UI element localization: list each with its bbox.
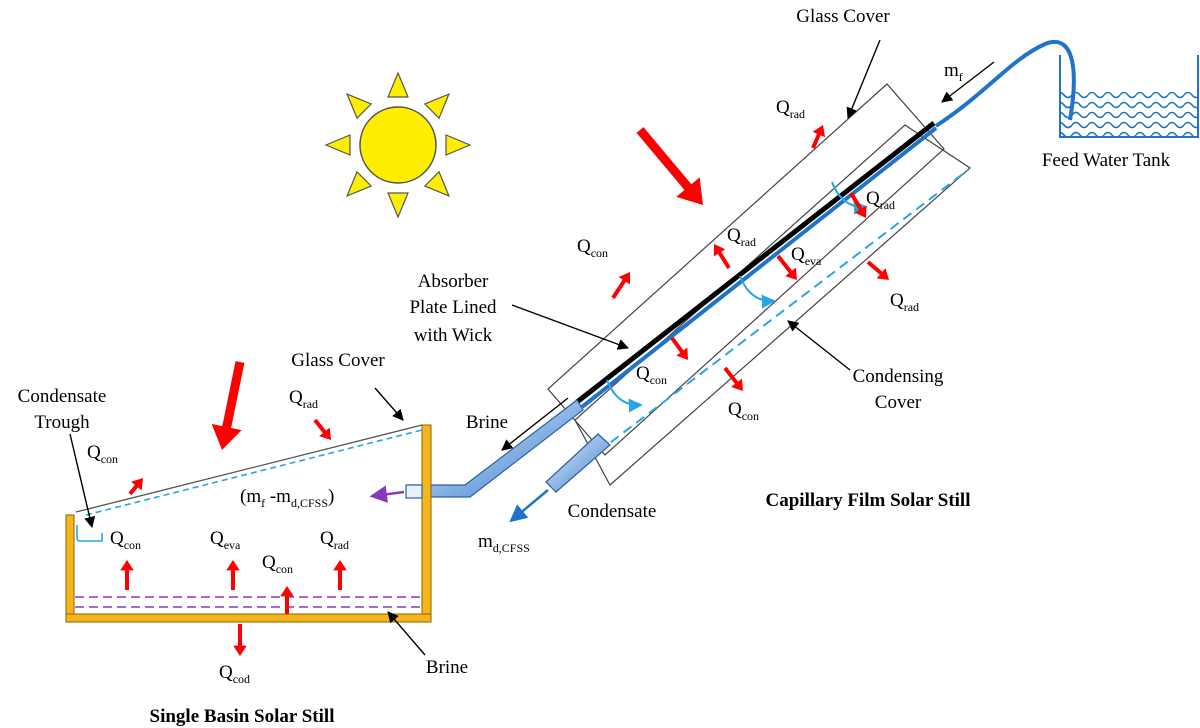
- sun-ray: [324, 134, 351, 156]
- q-rad-label: Qrad: [776, 97, 805, 121]
- solar-radiation-arrow: [636, 127, 703, 205]
- condensate-flow-arrow: [509, 489, 549, 523]
- basin-glass-cover-leader: [374, 387, 404, 421]
- heat-flow-arrow: [333, 560, 347, 590]
- q-con-label: Qcon: [262, 552, 293, 576]
- heat-flow-arrow: [776, 254, 797, 280]
- sun-ray: [423, 170, 451, 198]
- q-rad-label: Qrad: [866, 188, 895, 212]
- outflow-label: (mf -md,CFSS): [240, 486, 334, 510]
- feed-water-pipe: [934, 40, 1076, 128]
- heat-flow-arrow: [811, 125, 826, 149]
- heat-flow-arrow: [313, 418, 331, 440]
- heat-flow-arrow: [866, 260, 889, 280]
- basin-inlet: [405, 484, 423, 499]
- mf-flow-arrow: [941, 61, 995, 103]
- md-cfss-label: md,CFSS: [478, 531, 530, 555]
- condensing-cover-line: [597, 169, 969, 453]
- condensate-trough: [76, 525, 103, 542]
- absorber-label-line-2: Plate Lined: [409, 297, 497, 318]
- q-rad-label: Qrad: [289, 387, 318, 411]
- heat-flow-arrow: [849, 191, 867, 218]
- sun-ray: [345, 92, 373, 120]
- brine-label-top: Brine: [466, 412, 508, 433]
- basin-condensate-film: [85, 429, 423, 516]
- q-con-label: Qcon: [87, 442, 118, 466]
- sun-ray: [445, 134, 472, 156]
- single-basin-solar-still: [65, 387, 432, 656]
- brine-flow-arrow: [501, 397, 569, 451]
- wick-water-film: [580, 126, 938, 409]
- condensate-trough-label-line-1: Condensate: [18, 386, 107, 407]
- heat-flow-arrow: [120, 560, 134, 590]
- labels: Glass Cover mf Feed Water Tank Absorber …: [18, 6, 1171, 727]
- heat-flow-arrow: [280, 586, 294, 614]
- condensate-pipe: [545, 433, 611, 493]
- basin-glass-cover-label: Glass Cover: [291, 350, 385, 371]
- glass-cover-leader: [846, 39, 881, 120]
- condensing-cover-label-line-2: Cover: [875, 392, 922, 413]
- sun-ray: [423, 92, 451, 120]
- condensing-cover-leader: [787, 320, 851, 371]
- basin-left-wall: [65, 514, 75, 623]
- mf-label: mf: [944, 60, 963, 84]
- condensate-trough-label-line-2: Trough: [34, 412, 90, 433]
- heat-flow-arrow: [723, 366, 743, 391]
- sun-icon: [324, 71, 472, 219]
- q-rad-label: Qrad: [890, 290, 919, 314]
- q-con-label: Qcon: [110, 528, 141, 552]
- absorber-label-line-3: with Wick: [414, 325, 493, 346]
- q-rad-label: Qrad: [727, 225, 756, 249]
- glass-cover-label: Glass Cover: [796, 6, 890, 27]
- absorber-leader: [511, 304, 630, 350]
- heat-flow-arrow: [611, 272, 630, 300]
- sbss-title: Single Basin Solar Still: [150, 706, 335, 727]
- basin-glass-cover: [75, 424, 423, 513]
- q-rad-label: Qrad: [320, 528, 349, 552]
- q-con-label: Qcon: [577, 236, 608, 260]
- solar-radiation-arrow: [211, 361, 245, 450]
- absorber-plate: [575, 121, 936, 404]
- feed-water-tank: [1059, 55, 1199, 138]
- sun-ray: [345, 170, 373, 198]
- heat-flow-arrow: [128, 478, 143, 496]
- basin-floor: [65, 613, 432, 623]
- brine-inflow-arrow: [369, 485, 405, 503]
- condensate-label: Condensate: [568, 501, 657, 522]
- condensate-drip-arrow: [739, 275, 776, 309]
- condensate-drip-arrow: [606, 379, 643, 413]
- feed-water-tank-label: Feed Water Tank: [1042, 150, 1171, 171]
- q-cod-label: Qcod: [219, 662, 250, 686]
- condensate-trough-leader: [69, 433, 96, 529]
- heat-flow-arrow: [226, 560, 240, 590]
- q-eva-label: Qeva: [210, 528, 241, 552]
- heat-flow-arrow: [713, 244, 731, 270]
- basin-right-wall: [421, 424, 432, 623]
- cfss-condensing-cover-frame: [574, 124, 971, 486]
- q-con-label: Qcon: [728, 399, 759, 423]
- absorber-label-line-1: Absorber: [418, 271, 489, 292]
- q-con-label: Qcon: [636, 363, 667, 387]
- q-eva-label: Qeva: [791, 244, 822, 268]
- heat-flow-arrow: [233, 624, 247, 656]
- brine-label-bottom: Brine: [426, 657, 468, 678]
- sun-ray: [387, 192, 409, 219]
- cfss-title: Capillary Film Solar Still: [766, 490, 971, 511]
- sun-ray: [387, 71, 409, 98]
- capillary-film-solar-still: [407, 39, 1076, 523]
- heat-flow-arrow: [670, 336, 688, 360]
- brine-leader: [387, 611, 426, 656]
- condensing-cover-label-line-1: Condensing: [853, 366, 944, 387]
- heat-flow-arrows: [120, 125, 889, 656]
